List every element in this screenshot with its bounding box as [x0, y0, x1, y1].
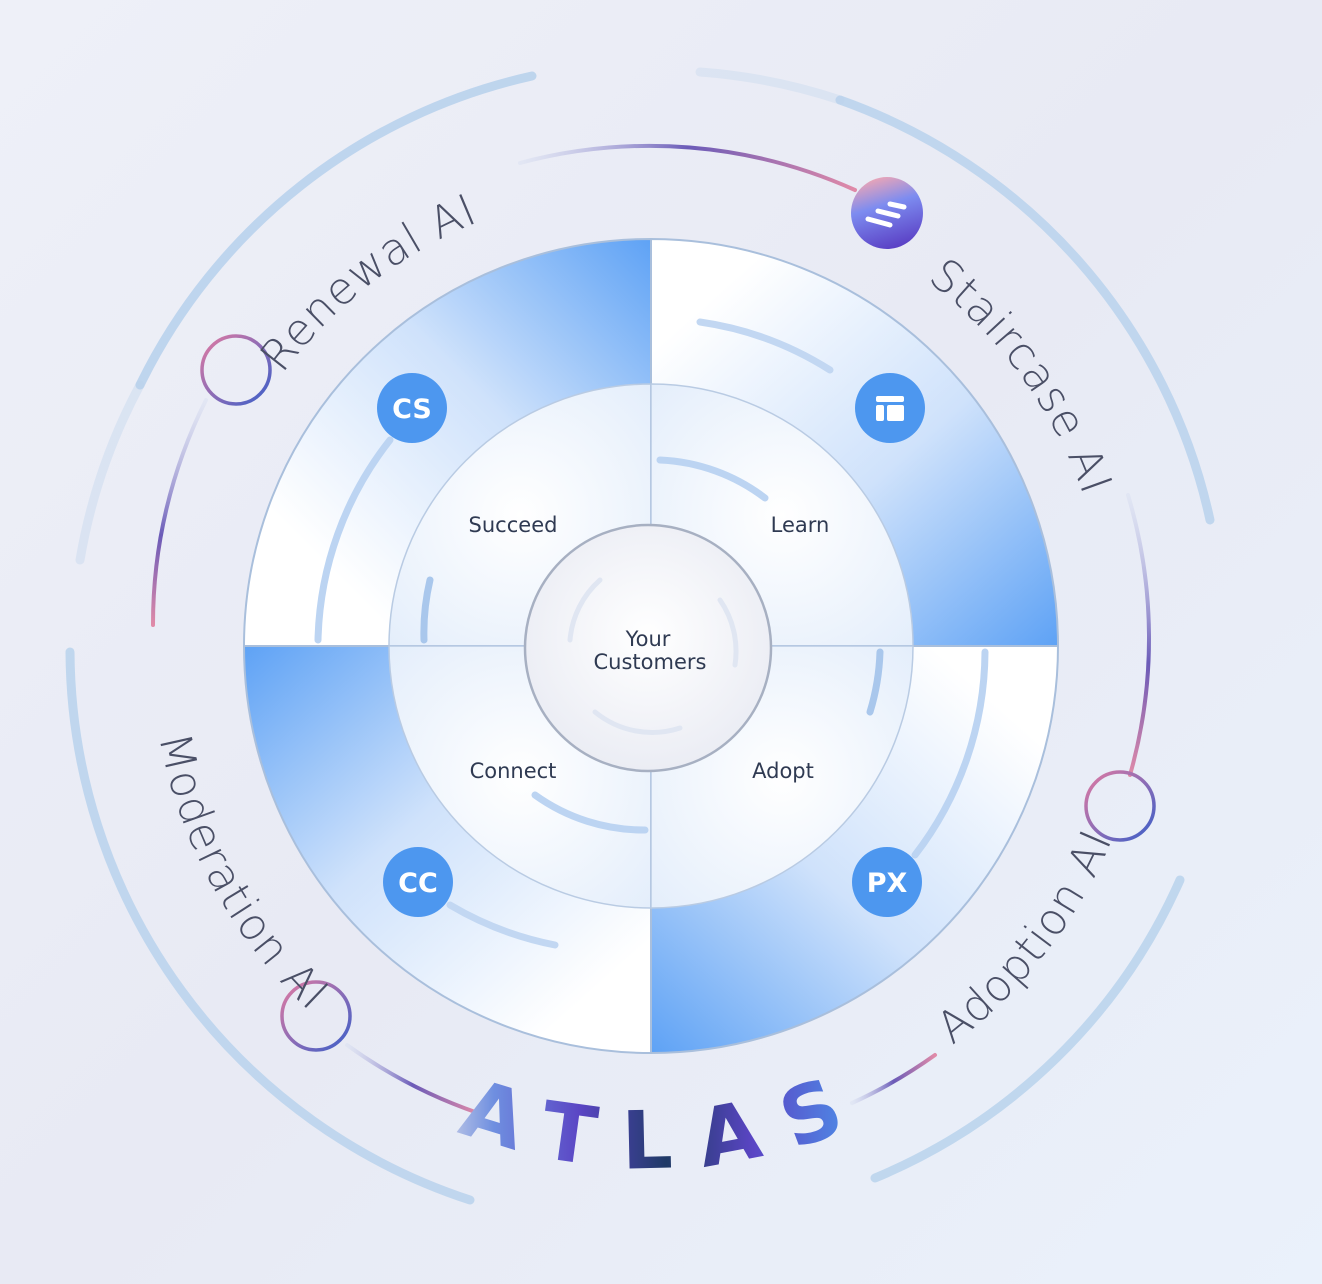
badge-cc[interactable]: CC [383, 847, 453, 917]
badge-px[interactable]: PX [852, 847, 922, 917]
center-label-line2: Customers [594, 650, 707, 674]
quadrant-label-adopt: Adopt [752, 759, 814, 783]
center-label-line1: Your [625, 627, 671, 651]
moderation-ring-icon [280, 980, 352, 1052]
quadrant-label-succeed: Succeed [469, 513, 558, 537]
quadrant-label-learn: Learn [771, 513, 830, 537]
adoption-ring-icon [1084, 770, 1156, 842]
badge-cs-label: CS [392, 394, 432, 425]
badge-cc-label: CC [398, 868, 438, 899]
badge-learn[interactable] [855, 373, 925, 443]
center-circle[interactable]: Your Customers [523, 523, 773, 773]
atlas-brand-logo: ATLAS [451, 1050, 883, 1188]
outer-decorative-arcs [65, 67, 1215, 1205]
staircase-logo-icon [851, 177, 923, 249]
badge-px-label: PX [867, 868, 908, 899]
badge-cs[interactable]: CS [377, 373, 447, 443]
renewal-ring-icon [200, 334, 272, 406]
layout-icon [876, 396, 904, 421]
connector-arcs [150, 143, 1152, 1115]
quadrant-label-connect: Connect [470, 759, 557, 783]
